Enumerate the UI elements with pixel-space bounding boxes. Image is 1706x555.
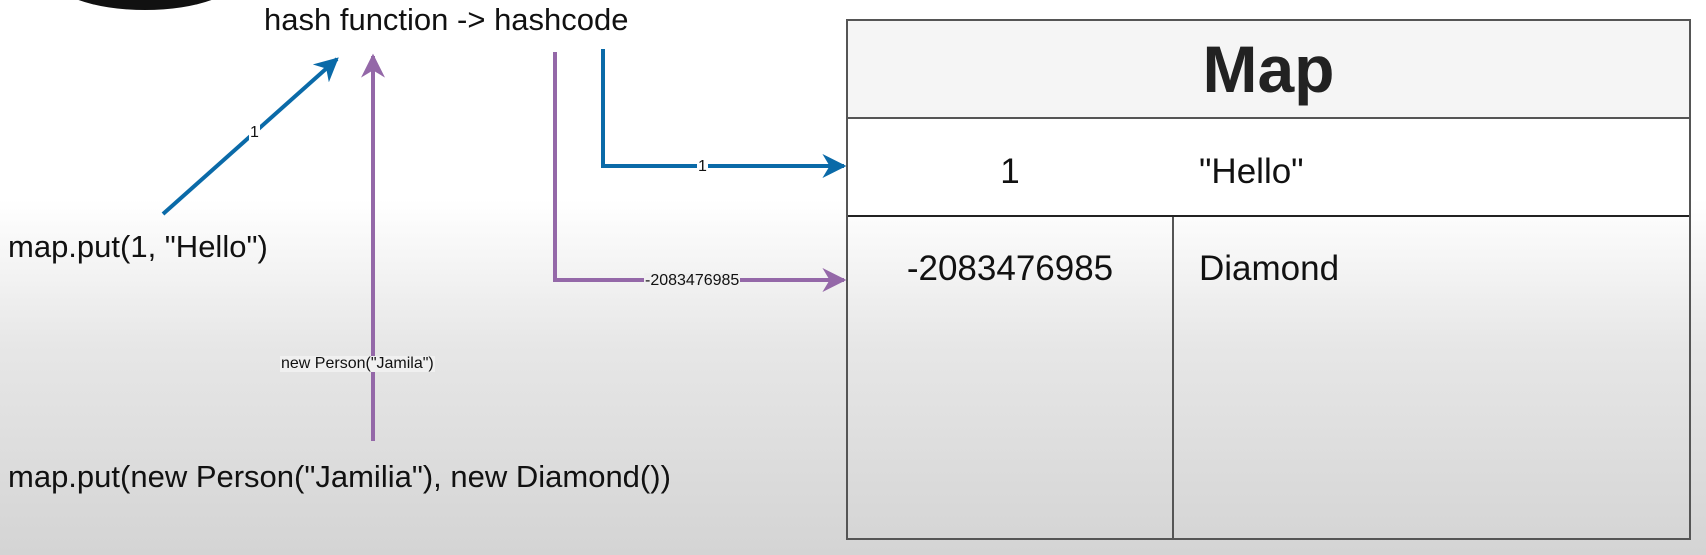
arrow-hash-to-map-row2 <box>553 52 847 292</box>
map-row: -2083476985 Diamond <box>848 217 1689 538</box>
map-key-cell: 1 <box>1000 152 1020 191</box>
map-title: Map <box>848 21 1689 119</box>
edge-label-hash-row2: -2083476985 <box>644 272 741 289</box>
map-row: 1 "Hello" <box>848 119 1689 217</box>
edge-label-put-person: new Person("Jamila") <box>280 355 435 372</box>
map-column-divider <box>1172 117 1174 538</box>
map-value-cell: "Hello" <box>1199 152 1304 191</box>
edge-label-put-hello: 1 <box>249 124 260 141</box>
decorative-blob <box>50 0 240 10</box>
map-table: Map 1 "Hello" -2083476985 Diamond <box>846 19 1691 540</box>
map-value-cell: Diamond <box>1199 249 1340 288</box>
map-key-cell: -2083476985 <box>906 249 1114 288</box>
arrow-hash-to-map-row1 <box>601 49 847 178</box>
edge-label-hash-row1: 1 <box>697 158 708 175</box>
hash-function-label: hash function -> hashcode <box>264 2 629 37</box>
put-hello-call: map.put(1, "Hello") <box>8 229 268 264</box>
put-person-call: map.put(new Person("Jamilia"), new Diamo… <box>8 459 671 494</box>
